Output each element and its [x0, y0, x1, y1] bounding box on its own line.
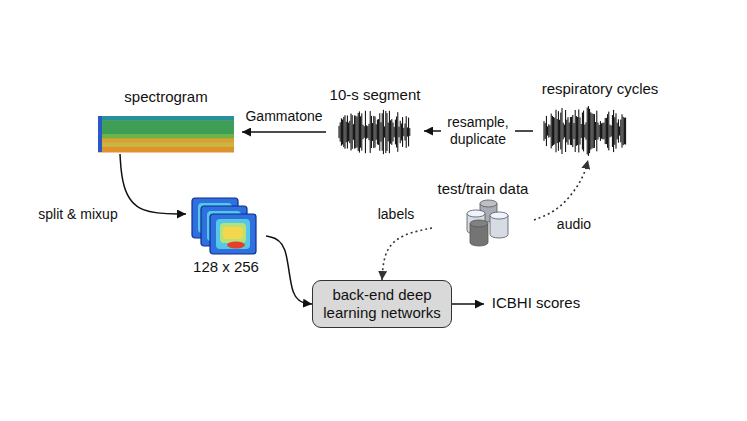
flow-arrow: [266, 236, 312, 304]
flow-arrow: [120, 154, 186, 214]
waveform-segment: 10-s segment: [326, 86, 424, 158]
spectrogram-band: [98, 147, 234, 153]
edge-label: audio: [555, 216, 593, 233]
waveform-cycles: respiratory cycles: [533, 80, 667, 160]
box-label: back-end deep learning networks: [313, 286, 451, 322]
process-box: back-end deep learning networks: [312, 280, 452, 328]
patch-stack-drawing: [192, 198, 260, 256]
node-heading: spectrogram: [90, 88, 242, 106]
node-heading: test/train data: [432, 180, 534, 198]
waveform-segment-drawing: [338, 108, 412, 156]
output-label: ICBHI scores: [484, 294, 588, 316]
spectrogram-band: [98, 134, 234, 139]
spectrogram-image: spectrogram: [90, 88, 242, 154]
dotted-arrow: [534, 160, 588, 220]
spectrogram-band: [98, 138, 234, 143]
node-heading: 10-s segment: [326, 86, 424, 104]
edge-label: split & mixup: [36, 206, 119, 223]
waveform: [544, 106, 626, 156]
waveform: [339, 110, 410, 154]
patch-frame: [201, 206, 247, 246]
database-cylinder: [490, 212, 508, 238]
flow-arrow: [242, 131, 326, 133]
spectrogram-band: [98, 143, 234, 148]
dotted-arrow: [382, 228, 432, 280]
waveform-cycles-drawing: [543, 104, 627, 158]
database-icon: test/train data: [432, 180, 534, 246]
edge-label: Gammatone: [243, 108, 324, 125]
spectrogram-patch: [201, 206, 247, 246]
patch-area: [220, 223, 246, 243]
edge-label: labels: [376, 206, 417, 223]
patch-area: [216, 219, 250, 249]
patch-hotspot: [227, 242, 245, 249]
flow-arrow: [452, 303, 484, 305]
spectrogram-patch: [210, 214, 256, 254]
spectrogram-band: [98, 116, 102, 152]
database-cylinder: [470, 220, 488, 246]
edge-label: resample, duplicate: [441, 114, 515, 148]
node-heading: 128 x 256: [186, 258, 266, 276]
database-icon-drawing: [458, 198, 508, 246]
node-heading: respiratory cycles: [533, 80, 667, 98]
node-heading: ICBHI scores: [484, 294, 588, 312]
spectrogram-image-drawing: [98, 116, 234, 152]
patch-frame: [210, 214, 256, 254]
patch-stack: 128 x 256: [186, 196, 266, 278]
spectrogram-band: [98, 120, 234, 139]
patch-area: [223, 227, 243, 239]
spectrogram-band: [98, 116, 234, 121]
